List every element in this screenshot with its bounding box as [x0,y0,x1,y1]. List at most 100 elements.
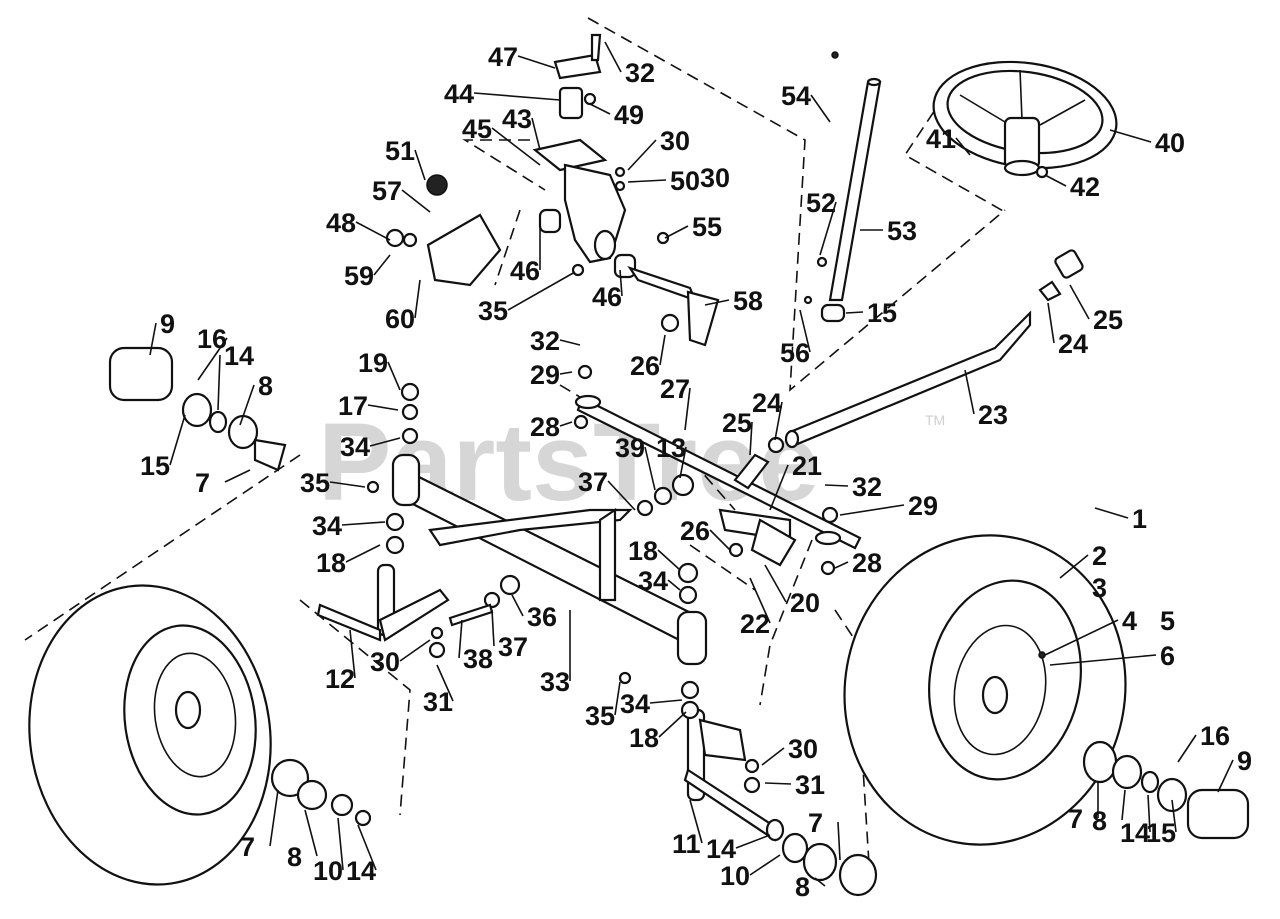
callout-c7b: 7 [240,832,255,862]
leader-line-c7b [269,789,279,847]
leader-line-c35c [614,681,621,716]
leader-line-c36 [511,594,524,617]
leader-line-c29b [839,504,905,516]
leader-line-c30a [627,139,657,171]
callout-c14a: 14 [224,341,254,371]
callout-c14d: 14 [706,834,736,864]
callout-c16b: 16 [1200,721,1230,751]
callout-c56: 56 [780,338,810,368]
leader-line-c24b [1047,302,1055,344]
leader-line-c6 [1049,654,1157,666]
leader-line-c4 [1044,619,1119,656]
callout-c36: 36 [527,602,557,632]
leader-line-c28a [559,421,573,427]
leader-line-c48 [355,221,391,241]
callout-c15c: 15 [867,298,897,328]
leader-line-c9b [1217,759,1234,793]
leader-line-c12 [349,629,356,679]
leader-line-c37a [607,480,636,511]
tie-rod [574,394,862,550]
leader-line-c24a [774,401,783,441]
leader-line-c13 [679,446,687,479]
leader-line-c19 [387,361,401,391]
leader-line-c7a [224,469,251,483]
callout-c26b: 26 [680,516,710,546]
leader-line-c8b [304,809,318,857]
callout-c18a: 18 [316,548,346,578]
leader-line-c32b [604,41,622,73]
leader-line-c9a [149,322,157,356]
callout-c4: 4 [1122,606,1137,636]
callout-c34c: 34 [638,566,668,596]
callout-c35a: 35 [300,468,330,498]
leader-line-c14d [735,834,771,849]
callout-c18b: 18 [628,536,658,566]
leader-line-c57 [401,189,431,213]
callout-c41: 41 [926,124,956,154]
leader-line-c27 [684,387,691,431]
callout-c51: 51 [385,136,415,166]
leader-line-c8a [239,384,255,426]
callout-c23: 23 [978,400,1008,430]
callout-c44: 44 [444,79,474,109]
callout-c46a: 46 [510,256,540,286]
callout-c30a: 30 [660,126,690,156]
callout-c55: 55 [692,212,722,242]
callout-c43: 43 [502,104,532,134]
leader-line-c39 [644,446,656,491]
callout-c1: 1 [1132,504,1147,534]
callout-c14b: 14 [346,856,376,886]
callout-c3: 3 [1092,573,1107,603]
callout-c17: 17 [338,391,368,421]
leader-line-c18c [658,711,687,738]
leader-line-c29a [559,371,573,375]
callout-c5: 5 [1160,606,1175,636]
callout-c53: 53 [887,216,917,246]
leader-line-c14c [1147,794,1151,833]
callout-c48: 48 [326,208,356,238]
callout-c37a: 37 [578,467,608,497]
callout-c25b: 25 [1093,305,1123,335]
leader-line-c21 [769,464,789,511]
callout-c8d: 8 [795,872,810,902]
leader-line-c30c [399,639,431,662]
leader-line-c8d [814,877,826,887]
leader-line-c50 [627,179,667,183]
leader-line-c25a [749,421,753,456]
callout-c28b: 28 [852,548,882,578]
leader-line-c52 [819,201,837,256]
leader-line-c14a [217,354,221,411]
callout-c13: 13 [656,433,686,463]
callout-c24a: 24 [752,388,782,418]
leader-line-c40 [1109,129,1152,143]
left-spindle [316,563,450,642]
callout-c16a: 16 [197,324,227,354]
leader-line-c14b [357,824,377,871]
callout-c30b: 30 [700,163,730,193]
callout-c50: 50 [670,166,700,196]
callout-c14c: 14 [1120,818,1150,848]
callout-c34b: 34 [312,511,342,541]
hardware [366,92,1049,794]
callout-c2: 2 [1092,541,1107,571]
callout-c15b: 15 [1146,818,1176,848]
leader-line-c18b [657,549,681,571]
callout-c8c: 8 [1092,806,1107,836]
callout-c25a: 25 [722,408,752,438]
front-axle [391,453,797,666]
callout-c15a: 15 [140,451,170,481]
callout-c28a: 28 [530,412,560,442]
callout-c31b: 31 [795,770,825,800]
callout-c27: 27 [660,374,690,404]
leader-line-c45 [491,127,541,166]
leader-line-c20 [764,564,787,603]
leader-line-c30d [761,747,785,766]
leader-line-c34a [369,437,401,447]
leader-line-c49 [589,103,611,115]
leader-line-c44 [473,92,561,101]
callout-c47: 47 [488,42,518,72]
leader-line-c2 [1059,554,1089,579]
callout-c8a: 8 [258,371,273,401]
leader-line-c28b [834,561,849,569]
